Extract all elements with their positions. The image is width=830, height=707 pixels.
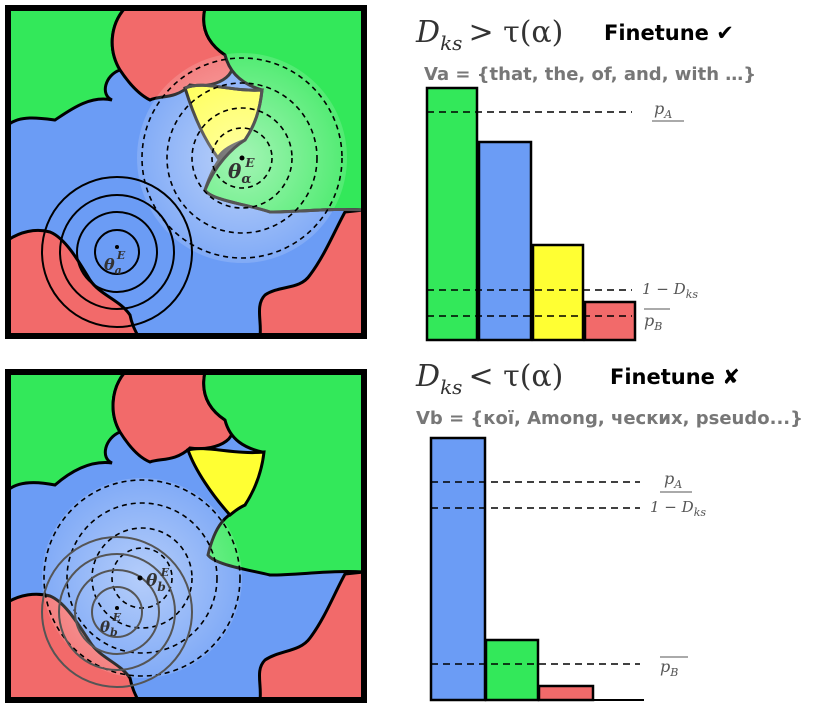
top-theta-big-point bbox=[239, 155, 245, 161]
bottom-theta-big-point bbox=[137, 575, 143, 581]
top-theta-small-point bbox=[115, 245, 119, 249]
top-dashed-contours bbox=[141, 57, 343, 259]
top-pA-label: pA bbox=[654, 99, 672, 121]
bottom-one-minus-label: 1 − Dks bbox=[650, 498, 706, 519]
bottom-pA-label: pA bbox=[664, 469, 682, 491]
bottom-bar-blue bbox=[429, 436, 487, 702]
bottom-theta-small-label: θbE bbox=[100, 611, 122, 639]
bottom-solid-contours bbox=[41, 536, 193, 688]
bottom-vocab-label: Vb = {коï, Among, ческих, pseudo...} bbox=[416, 408, 803, 429]
top-red-bottom-left-region bbox=[8, 228, 140, 336]
top-bar-yellow bbox=[531, 243, 585, 342]
top-threshold-lines bbox=[427, 111, 632, 317]
bottom-pB-label: pB bbox=[660, 657, 678, 679]
bottom-decision-label: Finetune ✘ bbox=[610, 365, 740, 389]
top-map-frame bbox=[5, 5, 367, 339]
bottom-theta-big-label: θbE bbox=[146, 566, 170, 594]
bottom-region-map: θbE θbE bbox=[8, 372, 364, 700]
top-bar-blue bbox=[477, 140, 533, 342]
top-one-minus-label: 1 − Dks bbox=[642, 280, 698, 301]
bottom-bar-chart: pA 1 − Dks pB bbox=[429, 436, 706, 702]
top-vocab-label: Va = {that, the, of, and, with …} bbox=[424, 64, 756, 85]
top-region-map: θαE θaE bbox=[8, 8, 364, 336]
bottom-red-bottom-right-region bbox=[258, 570, 364, 700]
bottom-map-frame bbox=[5, 369, 367, 703]
bottom-bar-green bbox=[484, 638, 540, 702]
bottom-yellow-region bbox=[186, 447, 266, 518]
bottom-theta-small-point bbox=[115, 606, 119, 610]
top-decision-label: Finetune ✔ bbox=[604, 21, 734, 45]
bottom-bar-red bbox=[537, 684, 595, 702]
top-pB-label: pB bbox=[644, 311, 662, 333]
bottom-condition: Dks< τ(α) bbox=[415, 359, 563, 399]
top-theta-big-label: θαE bbox=[228, 156, 255, 187]
top-solid-contours bbox=[41, 176, 193, 328]
top-condition: Dks> τ(α) bbox=[415, 15, 563, 55]
top-bar-red bbox=[583, 300, 637, 342]
top-red-bottom-right-region bbox=[258, 208, 364, 336]
bottom-threshold-lines bbox=[431, 481, 640, 665]
top-theta-small-label: θaE bbox=[104, 249, 126, 277]
top-bar-green bbox=[425, 86, 479, 342]
top-bar-chart: pA 1 − Dks pB bbox=[425, 86, 698, 342]
